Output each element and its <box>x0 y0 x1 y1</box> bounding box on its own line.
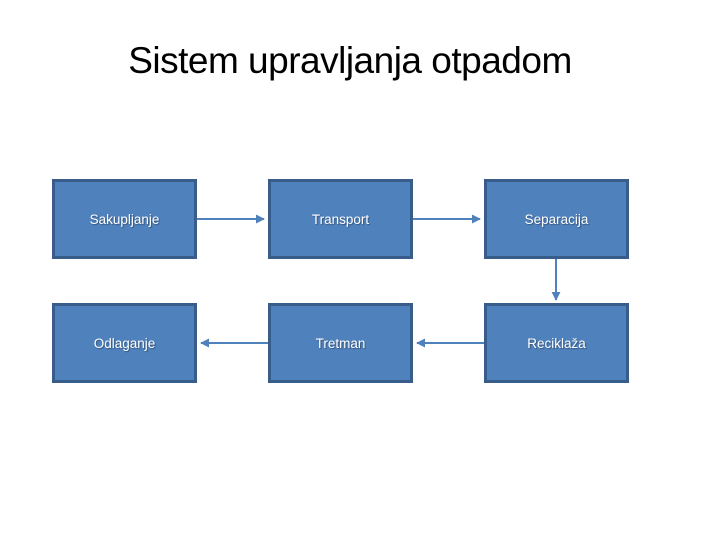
flow-box-label: Tretman <box>315 335 366 351</box>
flow-box-transport: Transport <box>268 179 413 259</box>
slide-title: Sistem upravljanja otpadom <box>128 40 572 81</box>
flow-box-label: Transport <box>311 211 370 227</box>
flow-box-odlaganje: Odlaganje <box>52 303 197 383</box>
flow-box-tretman: Tretman <box>268 303 413 383</box>
flow-box-reciklaza: Reciklaža <box>484 303 629 383</box>
flow-box-sakupljanje: Sakupljanje <box>52 179 197 259</box>
flow-box-label: Separacija <box>524 211 589 227</box>
flow-box-label: Reciklaža <box>527 335 586 351</box>
flow-box-label: Odlaganje <box>93 335 156 351</box>
flow-box-separacija: Separacija <box>484 179 629 259</box>
flow-box-label: Sakupljanje <box>89 211 160 227</box>
